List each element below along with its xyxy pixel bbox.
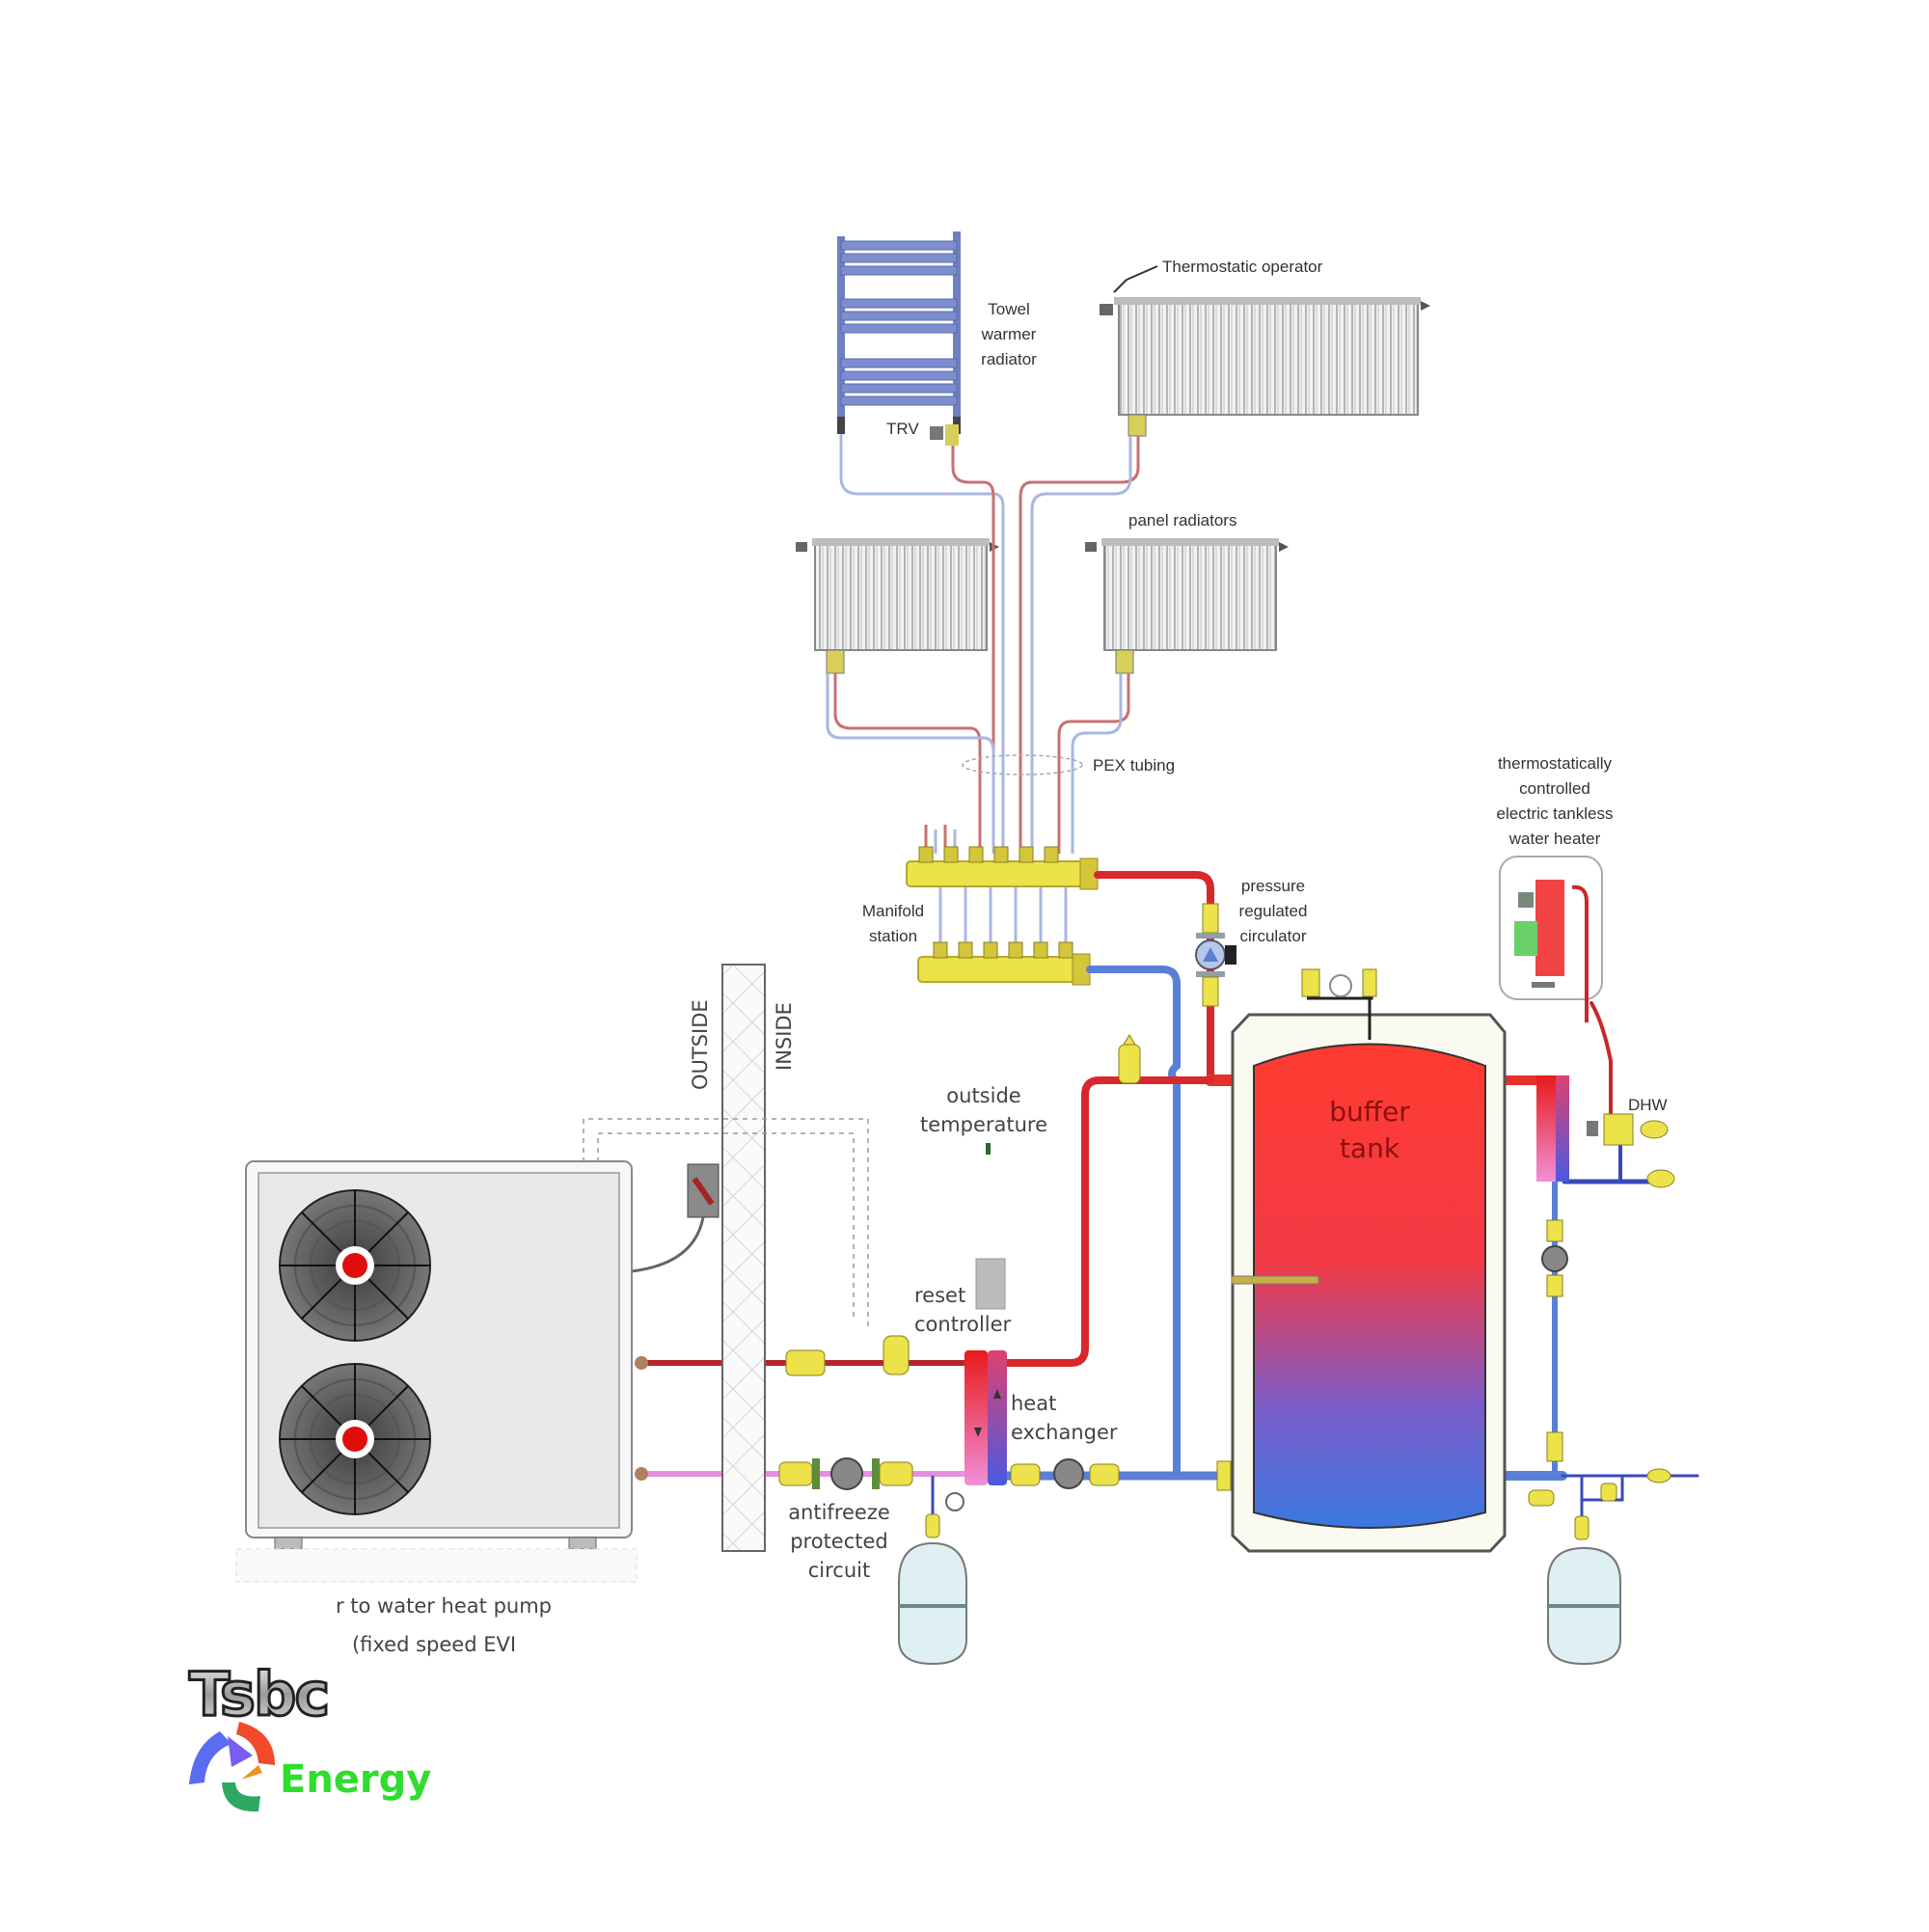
antifreeze-label-line1: antifreeze [788,1501,890,1524]
expansion-tank-dhw [1528,1468,1671,1666]
supply-manifold [906,860,1086,887]
towel-warmer-label-line1: Towel [988,300,1029,318]
heat-exchanger [964,1350,1007,1485]
fan-icon-top [279,1189,431,1342]
tankless-label-line1: thermostatically [1498,754,1613,773]
reset-controller-box [975,1258,1006,1310]
circulator-label-line2: regulated [1239,902,1308,920]
buffer-tank [1231,984,1507,1553]
expansion-tank-primary [898,1476,967,1666]
buffer-tank-label-line1: buffer [1329,1096,1410,1128]
outside-temperature-label-line2: temperature [920,1113,1047,1136]
logo-swirl-icon [189,1722,275,1812]
outside-label: OUTSIDE [689,999,712,1090]
right-panel-radiator [1085,538,1289,674]
pex-tubing-label: PEX tubing [1093,756,1175,775]
logo-brand-text: Tsbc [189,1659,328,1729]
tsbc-energy-logo: Tsbc Energy [188,1658,431,1812]
circulator-label-line1: pressure [1241,877,1305,895]
outside-temperature-label-line1: outside [946,1084,1020,1107]
reset-controller-label-line2: controller [914,1313,1012,1336]
tankless-label-line4: water heater [1508,830,1601,848]
buffer-tank-label-line2: tank [1340,1132,1400,1164]
antifreeze-label-line2: protected [790,1530,888,1553]
towel-warmer-label: Towel warmer radiator [981,300,1037,368]
heat-pump-label-line1: r to water heat pump [336,1594,552,1618]
towel-warmer-label-line3: radiator [981,350,1037,368]
manifold-station-label-line2: station [869,927,917,945]
outdoor-temperature-sensor [986,1143,991,1155]
air-separator [1118,1034,1141,1084]
return-manifold [917,956,1078,983]
hp-return-pump [635,1457,913,1490]
secondary-circulator [1010,1458,1232,1491]
pex-tubing-bundle-marker [962,754,1083,776]
tankless-water-heater [1499,856,1603,1022]
fan-icon-bottom [279,1363,431,1515]
hp-supply-valves [635,1335,910,1376]
tank-relief-valve-and-gauge [1301,968,1377,997]
towel-warmer-label-line2: warmer [981,325,1037,343]
thermostatic-operator-leader [1113,265,1158,293]
thermostatic-operator-icon [1100,304,1113,315]
outdoor-disconnect-switch [631,1163,720,1273]
top-panel-radiator [1100,297,1430,437]
pex-tubing [826,434,1140,854]
antifreeze-label-line3: circuit [808,1559,870,1582]
heat-exchanger-label-line2: exchanger [1011,1421,1118,1444]
manifold-station-label-line1: Manifold [862,902,924,920]
heat-exchanger-label-line1: heat [1011,1392,1056,1415]
heat-pump-label-line2: (fixed speed EVI [352,1633,516,1656]
left-panel-radiator [796,538,999,674]
logo-energy-text: Energy [280,1757,431,1802]
main-piping [638,871,1699,1481]
dhw-circulator [1541,1219,1568,1462]
dhw-mixing-valve [1587,1113,1675,1188]
exterior-wall [721,964,766,1552]
tankless-label-line3: electric tankless [1497,804,1614,823]
circulator-label-line3: circulator [1240,927,1307,945]
dhw-heat-exchanger [1536,1075,1569,1182]
inside-label: INSIDE [773,1002,796,1071]
pressure-regulated-circulator [1195,903,1236,1007]
trv-label: TRV [886,420,919,438]
control-wiring [583,1118,869,1331]
reset-controller-label-line1: reset [914,1284,965,1307]
trv-valve [930,424,959,446]
air-to-water-heat-pump [235,1160,638,1583]
thermostatic-operator-label: Thermostatic operator [1162,258,1323,276]
tankless-label-line2: controlled [1519,779,1590,798]
panel-radiators-label: panel radiators [1128,511,1236,530]
manifold-station [906,846,1099,986]
towel-warmer-radiator [837,231,961,434]
dhw-label: DHW [1628,1096,1668,1114]
